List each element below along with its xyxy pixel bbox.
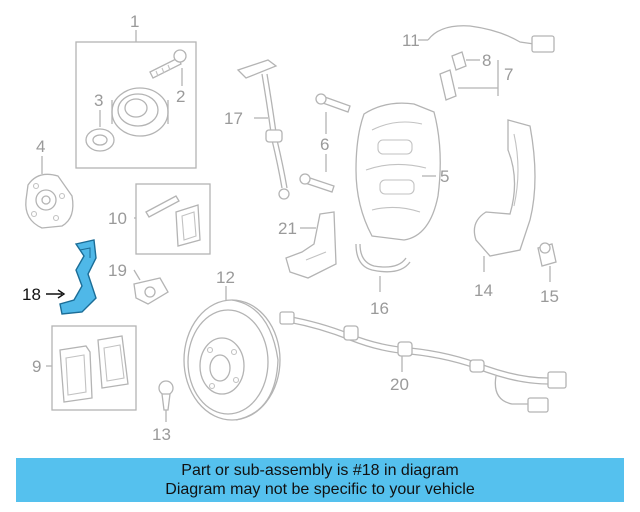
callout-6: 6 xyxy=(320,135,329,154)
callout-20: 20 xyxy=(390,375,409,394)
callout-3: 3 xyxy=(94,91,103,110)
part-10-pad-pin-kit[interactable] xyxy=(134,183,211,255)
callout-13: 13 xyxy=(152,425,171,444)
parts-diagram: 1 2 3 4 5 6 7 8 9 10 11 12 13 14 15 16 1… xyxy=(22,12,567,444)
callout-2: 2 xyxy=(176,87,185,106)
callout-16: 16 xyxy=(370,299,389,318)
callout-7: 7 xyxy=(504,65,513,84)
part-4-wheel-hub[interactable] xyxy=(25,156,74,229)
callout-19: 19 xyxy=(108,261,127,280)
callout-4: 4 xyxy=(36,137,45,156)
callout-17: 17 xyxy=(224,109,243,128)
part-18-bracket[interactable] xyxy=(46,239,97,315)
part-19-wear-sensor[interactable] xyxy=(133,269,169,305)
callout-21: 21 xyxy=(278,219,297,238)
info-banner: Part or sub-assembly is #18 in diagram D… xyxy=(16,458,624,502)
part-1-hub-bearing-group[interactable] xyxy=(75,30,197,169)
part-8-bleeder-screw[interactable] xyxy=(439,51,499,101)
part-12-brake-rotor[interactable] xyxy=(183,286,281,421)
callout-11: 11 xyxy=(402,31,420,50)
callout-14: 14 xyxy=(474,281,493,300)
part-15-shield-bolt[interactable] xyxy=(537,242,557,282)
part-13-rotor-screw[interactable] xyxy=(158,380,174,422)
part-3-seal-ring[interactable] xyxy=(85,110,115,152)
part-16-pad-wear-sensor[interactable] xyxy=(355,243,411,292)
part-6-caliper-bolts[interactable] xyxy=(299,93,351,193)
part-14-splash-shield[interactable] xyxy=(473,119,536,272)
banner-line-disclaimer: Diagram may not be specific to your vehi… xyxy=(165,481,475,498)
part-11-sensor-wire[interactable] xyxy=(418,25,555,53)
callout-8: 8 xyxy=(482,51,491,70)
callout-12: 12 xyxy=(216,268,235,287)
part-17-brake-hose[interactable] xyxy=(236,59,290,200)
callout-5: 5 xyxy=(440,167,449,186)
part-5-caliper[interactable] xyxy=(355,102,441,241)
callout-1: 1 xyxy=(130,12,139,31)
part-2-bolt[interactable] xyxy=(149,49,187,86)
part-9-brake-pads[interactable] xyxy=(46,325,137,411)
part-20-speed-sensor-cable[interactable] xyxy=(279,311,567,413)
part-21-mount-bracket[interactable] xyxy=(285,211,337,279)
banner-line-part: Part or sub-assembly is #18 in diagram xyxy=(181,462,459,479)
callout-18: 18 xyxy=(22,285,41,304)
callout-9: 9 xyxy=(32,357,41,376)
callout-15: 15 xyxy=(540,287,559,306)
callout-10: 10 xyxy=(108,209,127,228)
